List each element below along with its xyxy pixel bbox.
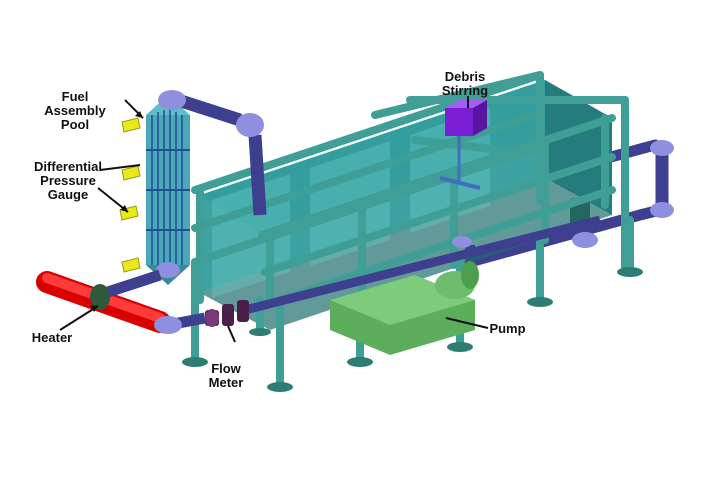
pressure-gauges (119, 117, 141, 273)
label-debris-stirring: Debris Stirring (441, 69, 489, 98)
pump (330, 236, 479, 355)
support-frame (191, 71, 634, 389)
flow-meter (205, 300, 249, 327)
inlet-pipe (106, 215, 602, 334)
fuel-assembly-pool (146, 95, 190, 285)
outlet-pipe (156, 90, 267, 278)
debris-stirrer (439, 100, 487, 190)
label-flow-meter: Flow Meter (208, 361, 244, 390)
arrow-heads (90, 111, 143, 312)
label-pump: Pump (489, 321, 526, 336)
label-heater: Heater (31, 330, 73, 345)
heater (36, 271, 171, 333)
label-fuel-assembly-pool: Fuel Assembly Pool (44, 89, 106, 132)
label-differential-pressure-gauge: Differential Pressure Gauge (34, 159, 102, 202)
frame-feet (182, 267, 643, 392)
